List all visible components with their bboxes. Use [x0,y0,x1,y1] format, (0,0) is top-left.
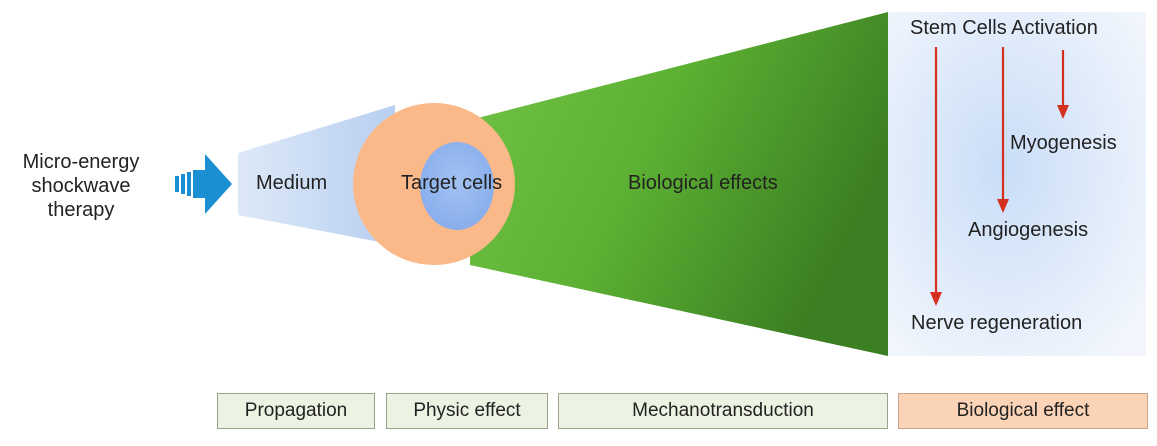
myogenesis-label: Myogenesis [1010,132,1117,154]
input-arrow-icon [175,154,232,214]
effects-cone [470,12,888,356]
medium-label: Medium [256,172,328,194]
stage-physic-effect: Physic effect [386,393,548,429]
medium-cone [238,105,395,245]
target-cells-label: Target cells [401,172,503,194]
stage-biological-effect: Biological effect [898,393,1148,429]
stem-cell-panel [888,12,1146,356]
red-arrow-myogenesis [1057,50,1069,119]
angiogenesis-label: Angiogenesis [968,219,1089,241]
biological-effects-label: Biological effects [628,172,778,194]
nerve-regeneration-label: Nerve regeneration [911,312,1083,334]
stem-cells-activation-title: Stem Cells Activation [910,17,1098,39]
input-label-line: Micro-energy [22,151,140,173]
red-arrow-angiogenesis [997,47,1009,213]
target-cell-inner [420,142,494,230]
red-arrow-nerve [930,47,942,306]
input-label: Micro-energy shockwave therapy [6,150,156,222]
stage-propagation: Propagation [217,393,375,429]
stage-mechanotransduction: Mechanotransduction [558,393,888,429]
input-label-line: shockwave [31,175,131,197]
input-label-line: therapy [47,199,115,221]
